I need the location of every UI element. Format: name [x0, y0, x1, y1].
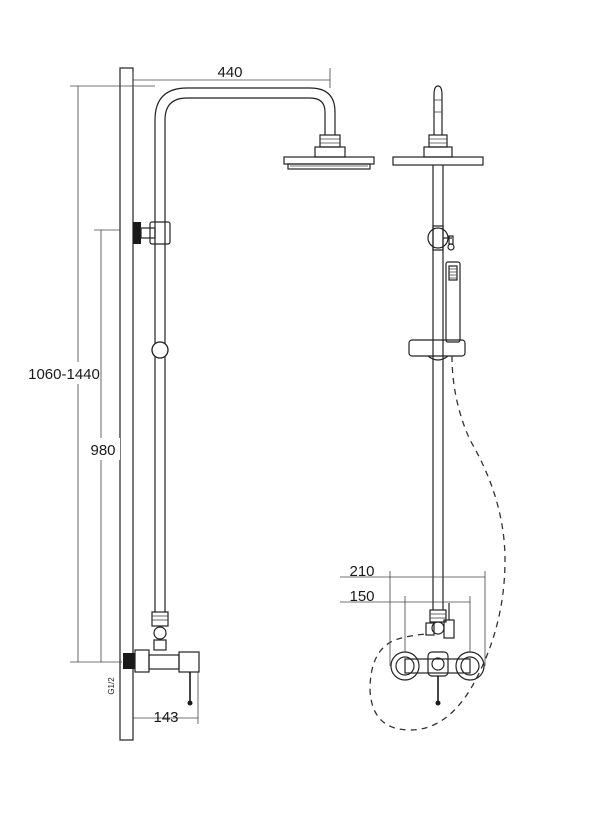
side-view: 440 1060-1440 980 G1/2 143 — [28, 64, 375, 741]
dimension-outer-spacing: 210 — [340, 563, 486, 666]
front-view: 210 150 — [340, 85, 506, 731]
front-slider-holder — [408, 339, 466, 361]
wall-plate — [119, 67, 134, 741]
dimension-rail-height: 980 — [86, 229, 120, 662]
rain-shower-head-side — [283, 156, 375, 170]
riser-pipe — [154, 87, 336, 612]
head-connector — [314, 134, 346, 158]
front-arm — [433, 85, 443, 135]
front-head-connector — [423, 134, 453, 158]
dimension-total-height: 1060-1440 — [28, 85, 155, 663]
thread-label: G1/2 — [107, 677, 116, 695]
dim-label-440: 440 — [217, 64, 242, 81]
mixer-front — [390, 651, 485, 706]
dim-label-143: 143 — [153, 709, 178, 726]
front-bracket — [427, 225, 455, 251]
wall-bracket — [133, 221, 171, 245]
front-riser — [432, 165, 444, 610]
front-lower-connector — [425, 603, 455, 639]
dimension-mixer-depth: 143 — [133, 672, 199, 726]
hand-shower — [445, 261, 461, 343]
dim-label-150: 150 — [349, 588, 374, 605]
dimension-arm-width: 440 — [132, 64, 331, 88]
rain-shower-head-front — [392, 156, 484, 166]
mixer-side — [123, 649, 200, 706]
dim-label-1060-1440: 1060-1440 — [28, 366, 100, 383]
dim-label-980: 980 — [90, 442, 115, 459]
dim-label-210: 210 — [349, 563, 374, 580]
slider-knob — [151, 341, 169, 359]
flexible-hose — [369, 355, 506, 731]
dimension-inner-spacing: 150 — [340, 588, 471, 652]
lower-connector — [151, 611, 169, 651]
